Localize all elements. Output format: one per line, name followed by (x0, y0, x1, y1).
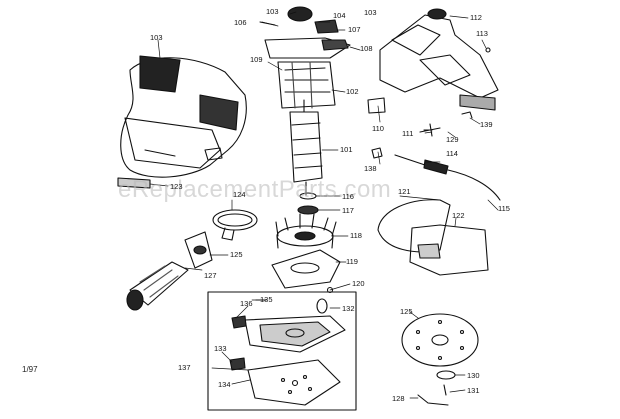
callout-109: 109 (250, 55, 263, 64)
part-133 (229, 357, 246, 371)
callout-139: 139 (480, 120, 493, 129)
watermark: eReplacementParts.com (118, 176, 392, 203)
adapter (184, 231, 213, 269)
sanding-disc (401, 313, 479, 367)
callout-115: 115 (498, 204, 510, 213)
callout-110: 110 (372, 124, 384, 133)
housing-half-left (120, 55, 247, 178)
callout-102: 102 (346, 87, 359, 96)
callout-111: 111 (402, 129, 414, 138)
callout-135: 135 (260, 295, 273, 304)
fan (275, 213, 337, 249)
callout-114: 114 (446, 149, 458, 158)
callout-123: 123 (170, 182, 183, 191)
callout-137: 137 (178, 363, 191, 372)
power-cord (394, 154, 501, 201)
hex-key-128 (417, 394, 449, 406)
washer (297, 205, 319, 215)
callout-112: 112 (470, 13, 482, 22)
dust-canister (377, 199, 489, 276)
callout-101: 101 (340, 145, 353, 154)
callout-104: 104 (333, 11, 346, 20)
callout-103-center: 103 (266, 7, 279, 16)
callout-127: 127 (204, 271, 217, 280)
callout-131: 131 (467, 386, 480, 395)
callout-119: 119 (346, 257, 358, 266)
brush-138 (371, 147, 383, 159)
label-plate (117, 177, 151, 189)
grip-handle (126, 261, 189, 311)
housing-half-right (379, 8, 499, 111)
part-136 (231, 315, 247, 329)
callout-125-disc: 125 (400, 307, 413, 316)
sanding-sheet (247, 359, 341, 406)
callout-117: 117 (342, 206, 354, 215)
sanding-pad (244, 315, 346, 353)
callout-103-left: 103 (150, 33, 163, 42)
callout-120: 120 (352, 279, 365, 288)
callout-118: 118 (350, 231, 362, 240)
callout-130: 130 (467, 371, 480, 380)
washer-130 (436, 370, 456, 380)
switch-110 (367, 97, 386, 114)
callout-124: 124 (233, 190, 246, 199)
callout-113: 113 (476, 29, 488, 38)
callout-106: 106 (234, 18, 247, 27)
callout-125-adapter: 125 (230, 250, 243, 259)
pad-kit-frame (207, 291, 357, 411)
callout-128: 128 (392, 394, 405, 403)
callout-129: 129 (446, 135, 459, 144)
callout-133: 133 (214, 344, 227, 353)
callout-103-right: 103 (364, 8, 377, 17)
part-132 (316, 298, 328, 314)
callout-121: 121 (398, 187, 411, 196)
part-139 (461, 111, 473, 119)
callout-136: 136 (240, 299, 253, 308)
screw-113 (485, 47, 491, 53)
screw-131 (443, 384, 447, 396)
callout-134: 134 (218, 380, 231, 389)
field-assembly (277, 61, 336, 109)
clamp (212, 209, 258, 241)
callout-116: 116 (342, 192, 354, 201)
callout-122: 122 (452, 211, 465, 220)
armature (289, 99, 323, 196)
callout-108: 108 (360, 44, 373, 53)
callout-107: 107 (348, 25, 361, 34)
callout-132: 132 (342, 304, 355, 313)
date-code: 1/97 (22, 365, 38, 374)
base-housing (271, 249, 341, 289)
callout-138: 138 (364, 164, 377, 173)
